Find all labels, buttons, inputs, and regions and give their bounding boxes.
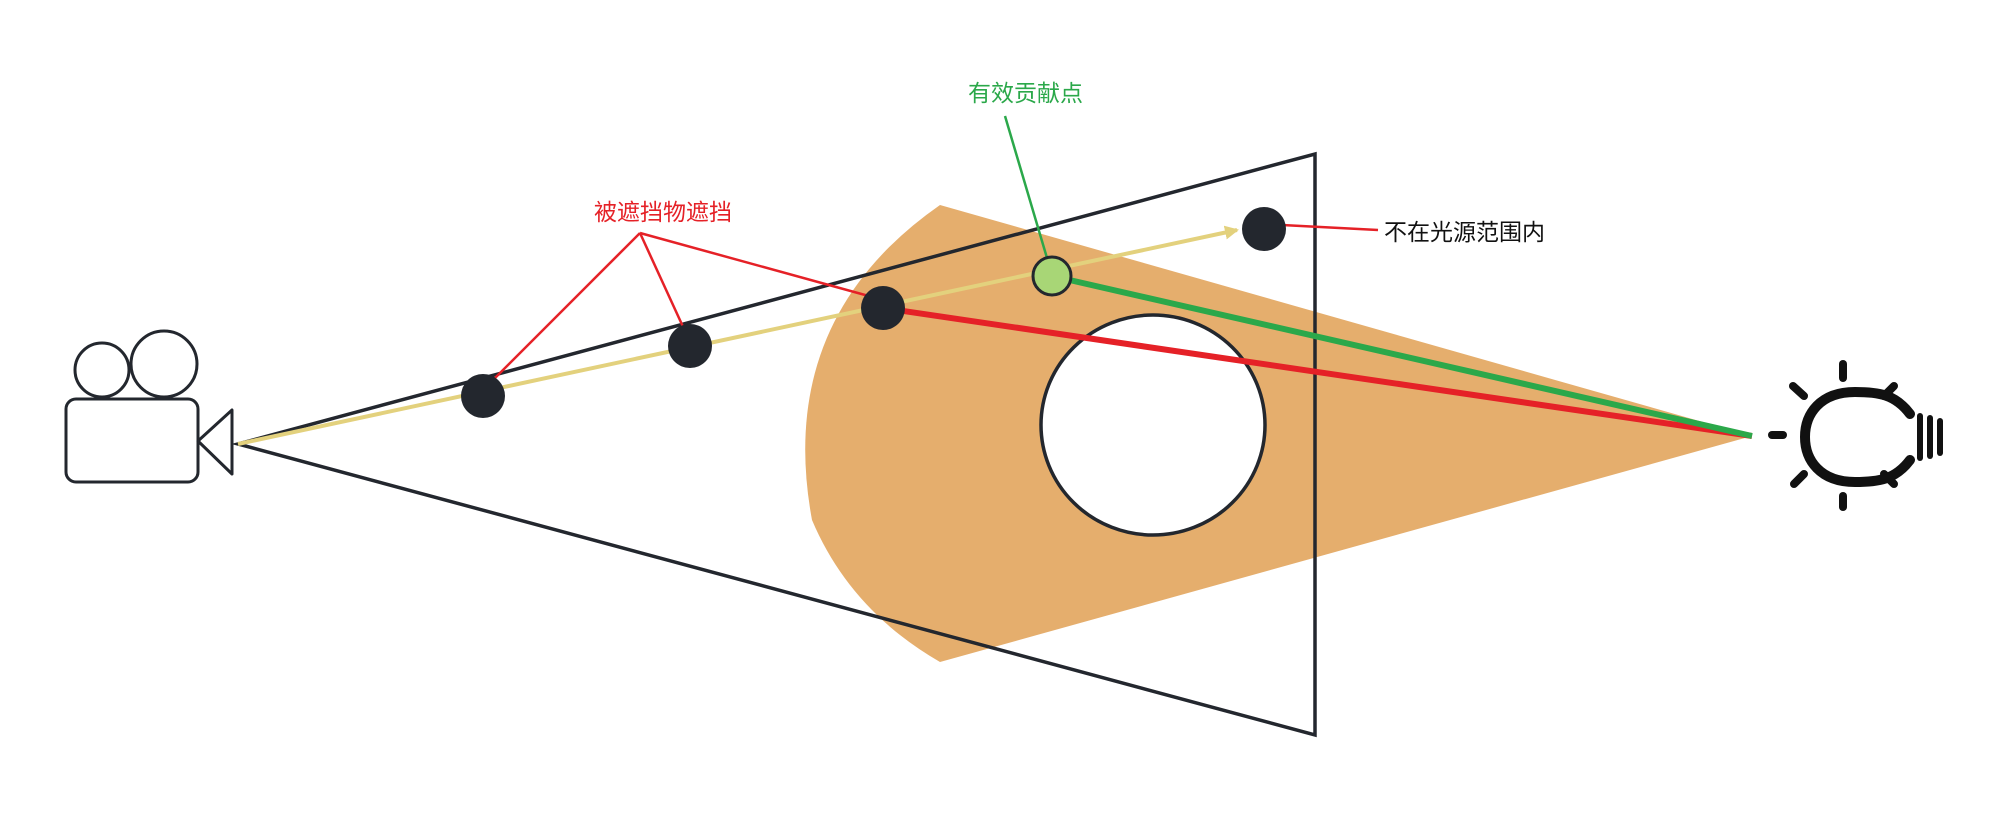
- sample-point-effective: [1031, 255, 1073, 297]
- shadow-ray-blocked: [882, 305, 1753, 439]
- out-of-range-leader-line: [1281, 223, 1379, 232]
- light-bulb-icon: [1768, 360, 1943, 511]
- video-camera-icon: [64, 329, 234, 484]
- label-effective: 有效贡献点: [968, 81, 1083, 107]
- occluder: [1039, 313, 1267, 537]
- sample-point-occluded-3: [861, 286, 905, 330]
- view-ray: [237, 225, 1239, 446]
- shadow-ray-visible: [1051, 273, 1753, 439]
- effective-leader-line: [1003, 115, 1049, 259]
- sample-point-out-of-range: [1242, 207, 1286, 251]
- sample-point-occluded-2: [668, 324, 712, 368]
- label-out-of-range: 不在光源范围内: [1384, 220, 1545, 246]
- sample-point-occluded-1: [461, 374, 505, 418]
- label-occluded: 被遮挡物遮挡: [594, 200, 732, 226]
- view-frustum: [231, 151, 1317, 738]
- light-cone: [805, 205, 1752, 662]
- occluded-leader-lines: [482, 231, 877, 391]
